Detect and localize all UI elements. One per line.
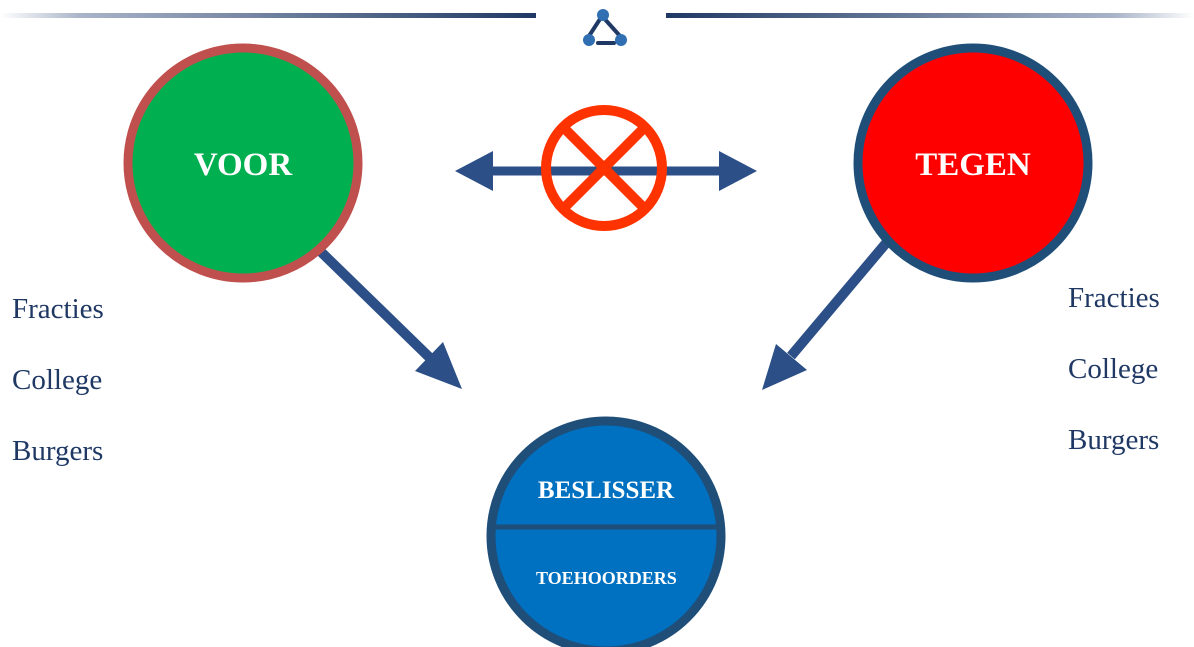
right-list-item: Burgers [1068, 424, 1160, 456]
arrow-tegen-to-beslisser [762, 238, 891, 390]
beslisser-label: BESLISSER [538, 477, 675, 504]
voor-label: VOOR [194, 147, 294, 183]
toehoorders-label: TOEHOORDERS [536, 568, 677, 588]
right-list-item: Fracties [1068, 282, 1160, 314]
beslisser-node: BESLISSER TOEHOORDERS [486, 416, 726, 647]
left-list-item: Fracties [12, 293, 104, 325]
arrow-voor-to-beslisser [313, 244, 462, 389]
left-list-item: Burgers [12, 435, 104, 467]
tegen-node: TEGEN [853, 43, 1093, 283]
header-line-right [666, 13, 1194, 18]
tegen-label: TEGEN [915, 147, 1031, 183]
left-list-item: College [12, 364, 103, 396]
voor-node: VOOR [123, 43, 363, 283]
right-stakeholder-list: Fracties College Burgers [1068, 280, 1160, 493]
right-list-item: College [1068, 353, 1159, 385]
blocked-cross-icon [541, 105, 667, 231]
left-stakeholder-list: Fracties College Burgers [12, 291, 104, 504]
header-line-left [0, 13, 536, 18]
recycle-triangle-icon [583, 9, 627, 46]
